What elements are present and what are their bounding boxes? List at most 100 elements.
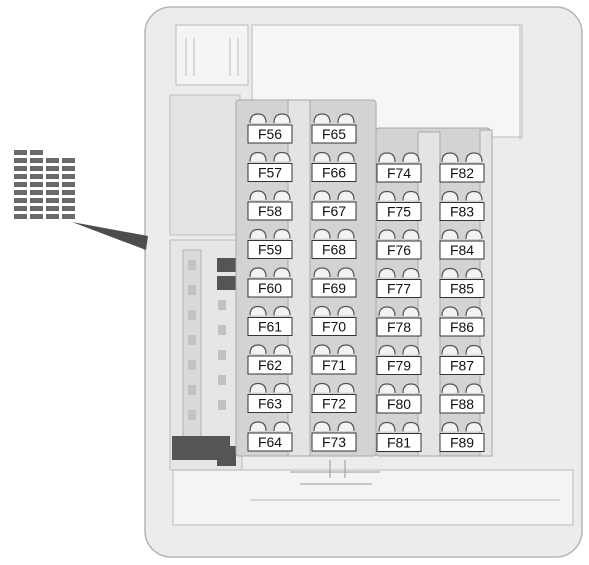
fuse-clip-f85 (441, 267, 483, 278)
fuse-label-f87: F87 (450, 358, 474, 374)
fuse-label-f67: F67 (322, 203, 346, 219)
fuse-clip-f76 (378, 229, 420, 240)
fuse-clip-f78 (378, 306, 420, 317)
fuse-slot-f83: F83 (439, 190, 485, 221)
fuse-label-box-f79 (376, 356, 422, 375)
fuse-label-f68: F68 (322, 242, 346, 258)
bottom-markings (290, 460, 380, 485)
thumbnail-cell (30, 198, 43, 203)
fuse-label-box-f81 (376, 433, 422, 452)
fuse-label-f58: F58 (258, 203, 282, 219)
fuse-clip-f71 (313, 344, 355, 355)
fuse-label-box-f82 (439, 163, 485, 183)
fuse-clip-f86 (441, 306, 483, 317)
thumbnail-cell (30, 214, 43, 219)
fuse-clip-f70 (313, 305, 355, 316)
fuse-label-box-f63 (247, 394, 293, 413)
callout-pointer (72, 222, 148, 250)
fuse-clip-f75 (378, 190, 420, 201)
fuse-slot-f71: F71 (311, 344, 357, 375)
thumbnail-cell (46, 174, 59, 179)
thumbnail-cell (46, 158, 59, 163)
fuse-label-f82: F82 (450, 165, 474, 181)
fuse-label-box-f74 (376, 163, 422, 183)
fuse-label-f75: F75 (387, 204, 411, 220)
fuse-label-f70: F70 (322, 319, 346, 335)
fuse-label-f66: F66 (322, 165, 346, 181)
fuse-label-box-f86 (439, 317, 485, 337)
fuse-label-f86: F86 (450, 319, 474, 335)
thumbnail-cell (30, 166, 43, 171)
fuse-slot-f76: F76 (376, 229, 422, 260)
fuse-label-box-f89 (439, 433, 485, 452)
fuse-slot-f88: F88 (439, 383, 485, 414)
fuse-label-f84: F84 (450, 242, 474, 258)
fuse-slot-f78: F78 (376, 306, 422, 337)
thumbnail-cell (14, 206, 27, 211)
fuse-clip-f60 (249, 267, 291, 278)
thumbnail-cell (46, 198, 59, 203)
thumbnail-cell (62, 190, 75, 195)
fuse-slot-f87: F87 (439, 344, 485, 375)
thumbnail-cell (46, 182, 59, 187)
thumbnail-cell (30, 190, 43, 195)
fuse-label-box-f71 (311, 355, 357, 375)
thumbnail-cell (46, 206, 59, 211)
fuse-label-box-f57 (247, 163, 293, 182)
fuse-slot-f60: F60 (247, 267, 293, 298)
fuse-slot-f67: F67 (311, 190, 357, 221)
fuse-label-box-f60 (247, 278, 293, 298)
fuse-slot-f75: F75 (376, 190, 422, 221)
fuse-label-box-f68 (311, 240, 357, 259)
fuse-slot-f57: F57 (247, 151, 293, 182)
fuse-clip-f62 (249, 344, 291, 355)
fuse-label-f57: F57 (258, 165, 282, 181)
fuse-clip-f72 (313, 382, 355, 393)
fuse-slot-f61: F61 (247, 305, 293, 336)
fuse-label-box-f85 (439, 279, 485, 298)
fuse-slot-f56: F56 (247, 113, 293, 144)
thumbnail-cell (46, 214, 59, 219)
fuse-clip-f68 (313, 228, 355, 239)
fuse-label-f78: F78 (387, 319, 411, 335)
fuse-label-f71: F71 (322, 357, 346, 373)
fuse-label-f63: F63 (258, 396, 282, 412)
fuse-label-f77: F77 (387, 281, 411, 297)
fuse-clip-f81 (378, 421, 420, 432)
fuse-label-f85: F85 (450, 281, 474, 297)
fuse-clip-f77 (378, 267, 420, 278)
fuse-slot-f81: F81 (376, 421, 422, 452)
fuse-clip-f69 (313, 267, 355, 278)
fuse-clip-f80 (378, 383, 420, 394)
fuse-clip-f57 (249, 151, 291, 162)
fuse-slot-f69: F69 (311, 267, 357, 298)
thumbnail-cell (30, 206, 43, 211)
fuse-label-box-f80 (376, 394, 422, 414)
fuse-box-thumbnail (14, 150, 75, 219)
fuse-label-box-f67 (311, 201, 357, 221)
fuse-label-f72: F72 (322, 396, 346, 412)
fuse-clip-f88 (441, 383, 483, 394)
thumbnail-cell (62, 206, 75, 211)
fuse-label-f62: F62 (258, 357, 282, 373)
fuse-label-box-f75 (376, 202, 422, 221)
fuse-clip-f67 (313, 190, 355, 201)
fuse-label-f79: F79 (387, 358, 411, 374)
fuse-clip-f66 (313, 151, 355, 162)
fuse-label-box-f64 (247, 432, 293, 452)
fuse-label-f73: F73 (322, 434, 346, 450)
fuse-clip-f79 (378, 344, 420, 355)
fuse-clip-f64 (249, 421, 291, 432)
thumbnail-cell (14, 158, 27, 163)
fuse-label-box-f65 (311, 124, 357, 144)
panel-structure (169, 24, 574, 526)
thumbnail-cell (62, 158, 75, 163)
fuse-slot-f73: F73 (311, 421, 357, 452)
fuse-slot-f65: F65 (311, 113, 357, 144)
fuse-clip-f65 (313, 113, 355, 124)
fuse-slot-f63: F63 (247, 382, 293, 413)
thumbnail-cell (62, 174, 75, 179)
fuse-clip-f59 (249, 228, 291, 239)
fuse-slot-f70: F70 (311, 305, 357, 336)
fuse-label-box-f76 (376, 240, 422, 260)
